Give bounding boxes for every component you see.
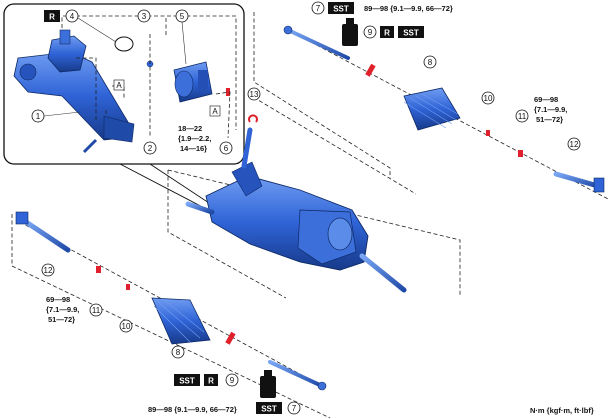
callout-8-upper: 8 (423, 55, 437, 69)
torque-lower: 89—98 {9.1—9.9, 66—72} (148, 405, 237, 414)
callout-9-upper: 9 (363, 25, 377, 39)
callout-3: 3 (137, 9, 151, 23)
svg-text:69—98: 69—98 (534, 95, 558, 104)
clip-upper-10 (486, 130, 490, 136)
clip-lower-10 (126, 284, 130, 290)
svg-text:1: 1 (36, 112, 41, 121)
svg-text:18—22: 18—22 (178, 124, 202, 133)
callout-7-lower: 7 (287, 401, 301, 415)
clip-upper-11 (518, 150, 523, 157)
callout-2: 2 (143, 141, 157, 155)
boot-upper (403, 87, 461, 131)
svg-text:9: 9 (230, 376, 235, 385)
torque-upper-locknut: 69—98 {7.1—9.9, 51—72} (534, 95, 567, 124)
lock-washer-upper (365, 63, 376, 77)
svg-text:13: 13 (250, 90, 259, 99)
lock-pin-13 (248, 114, 258, 123)
boot-lower (151, 297, 211, 345)
sst-tool-icon-lower (260, 370, 276, 398)
inset-motor (173, 61, 213, 103)
svg-text:10: 10 (122, 322, 131, 331)
svg-text:14—16}: 14—16} (180, 144, 207, 153)
clip-lower-11 (96, 266, 101, 273)
callout-1: 1 (31, 109, 81, 123)
tag-r-upper: R (380, 26, 394, 38)
torque-lower-locknut: 69—98 {7.1—9.9, 51—72} (46, 295, 79, 324)
svg-text:7: 7 (292, 404, 297, 413)
inset-bolt-red (226, 88, 230, 96)
inset-steering-gear (13, 29, 135, 154)
callout-5: 5 (175, 9, 189, 65)
svg-text:12: 12 (570, 140, 579, 149)
callout-10-upper: 10 (481, 91, 495, 105)
svg-text:9: 9 (368, 28, 373, 37)
callout-8-lower: 8 (171, 345, 185, 359)
svg-text:5: 5 (180, 12, 185, 21)
callout-12-upper: 12 (567, 137, 581, 151)
svg-text:11: 11 (92, 306, 101, 315)
sst-tool-icon-upper (342, 18, 358, 46)
svg-text:R: R (49, 13, 55, 22)
svg-text:SST: SST (179, 377, 195, 386)
units-label: N·m {kgf·m, ft·lbf} (530, 406, 594, 415)
svg-text:12: 12 (44, 266, 53, 275)
svg-text:A: A (212, 107, 218, 116)
svg-text:8: 8 (428, 58, 433, 67)
lock-washer-lower (225, 331, 236, 345)
tag-sst-lower: SST (174, 374, 200, 386)
svg-text:A: A (116, 81, 122, 90)
tag-sst-upper-2: SST (398, 26, 424, 38)
svg-text:10: 10 (484, 94, 493, 103)
callout-11-upper: 11 (515, 109, 529, 123)
svg-text:6: 6 (224, 144, 229, 153)
svg-text:{1.9—2.2,: {1.9—2.2, (178, 134, 211, 143)
tie-rod-upper (283, 25, 350, 60)
svg-text:SST: SST (333, 5, 349, 14)
main-steering-gear (167, 127, 461, 299)
tie-rod-lower (268, 360, 327, 391)
callout-7-upper: 7 (311, 1, 325, 15)
tie-rod-end-lower (15, 211, 71, 253)
svg-text:SST: SST (403, 29, 419, 38)
svg-text:4: 4 (70, 12, 75, 21)
svg-text:2: 2 (148, 144, 153, 153)
tie-rod-end-upper (553, 171, 605, 193)
svg-text:51—72}: 51—72} (48, 315, 75, 324)
tag-sst-upper: SST (328, 2, 354, 14)
torque-upper: 89—98 {9.1—9.9, 66—72} (364, 4, 453, 13)
svg-text:R: R (208, 377, 214, 386)
mark-a-1: A (113, 79, 125, 91)
svg-text:8: 8 (176, 348, 181, 357)
callout-12-lower: 12 (41, 263, 55, 277)
callout-10-lower: 10 (119, 319, 133, 333)
callout-13: 13 (247, 87, 261, 101)
svg-text:{7.1—9.9,: {7.1—9.9, (46, 305, 79, 314)
torque-inset: 18—22 {1.9—2.2, 14—16} (178, 124, 211, 153)
svg-text:51—72}: 51—72} (536, 115, 563, 124)
svg-text:7: 7 (316, 4, 321, 13)
callout-6: 6 (219, 141, 233, 155)
callout-11-lower: 11 (89, 303, 103, 317)
callout-9-lower: 9 (225, 373, 239, 387)
o-ring (114, 36, 134, 52)
svg-text:3: 3 (142, 12, 147, 21)
callout-4: 4 (65, 9, 117, 43)
svg-text:{7.1—9.9,: {7.1—9.9, (534, 105, 567, 114)
tag-r-inset: R (44, 10, 60, 22)
svg-text:SST: SST (261, 405, 277, 414)
svg-text:69—98: 69—98 (46, 295, 70, 304)
svg-text:11: 11 (518, 112, 527, 121)
tag-sst-lower-2: SST (256, 402, 282, 414)
mark-a-2: A (209, 105, 221, 117)
tag-r-lower: R (204, 374, 218, 386)
svg-text:R: R (384, 29, 390, 38)
